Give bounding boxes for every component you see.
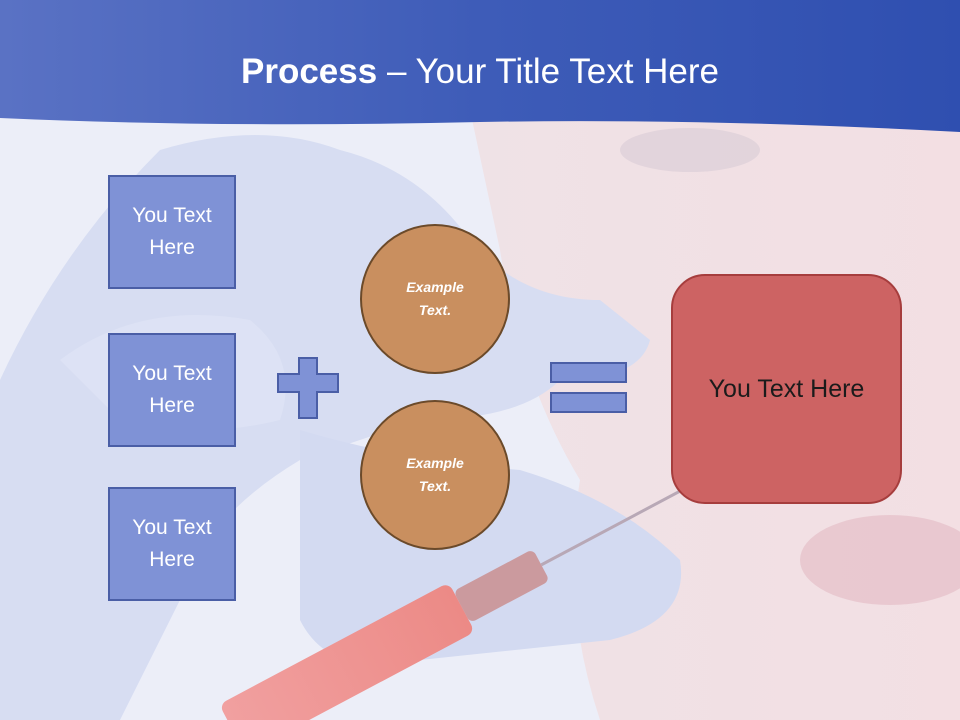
- input-box-1-line2: Here: [149, 236, 195, 259]
- input-box-1-line1: You Text: [132, 204, 212, 227]
- result-box: You Text Here: [671, 274, 902, 504]
- slide-title: Process – Your Title Text Here: [0, 52, 960, 92]
- example-circle-1-line1: Example: [406, 279, 464, 295]
- input-box-2-line1: You Text: [132, 362, 212, 385]
- lips-shape: [800, 515, 960, 605]
- title-bold: Process: [241, 52, 378, 91]
- input-box-3-line1: You Text: [132, 516, 212, 539]
- example-circle-2-line1: Example: [406, 455, 464, 471]
- title-rest: – Your Title Text Here: [377, 52, 719, 91]
- result-text: You Text Here: [708, 374, 865, 403]
- input-box-3-line2: Here: [149, 548, 195, 571]
- input-box-2-line2: Here: [149, 394, 195, 417]
- example-circle-2-line2: Text.: [418, 478, 452, 494]
- header-band: [0, 0, 960, 132]
- example-circle-1-line2: Text.: [418, 302, 452, 318]
